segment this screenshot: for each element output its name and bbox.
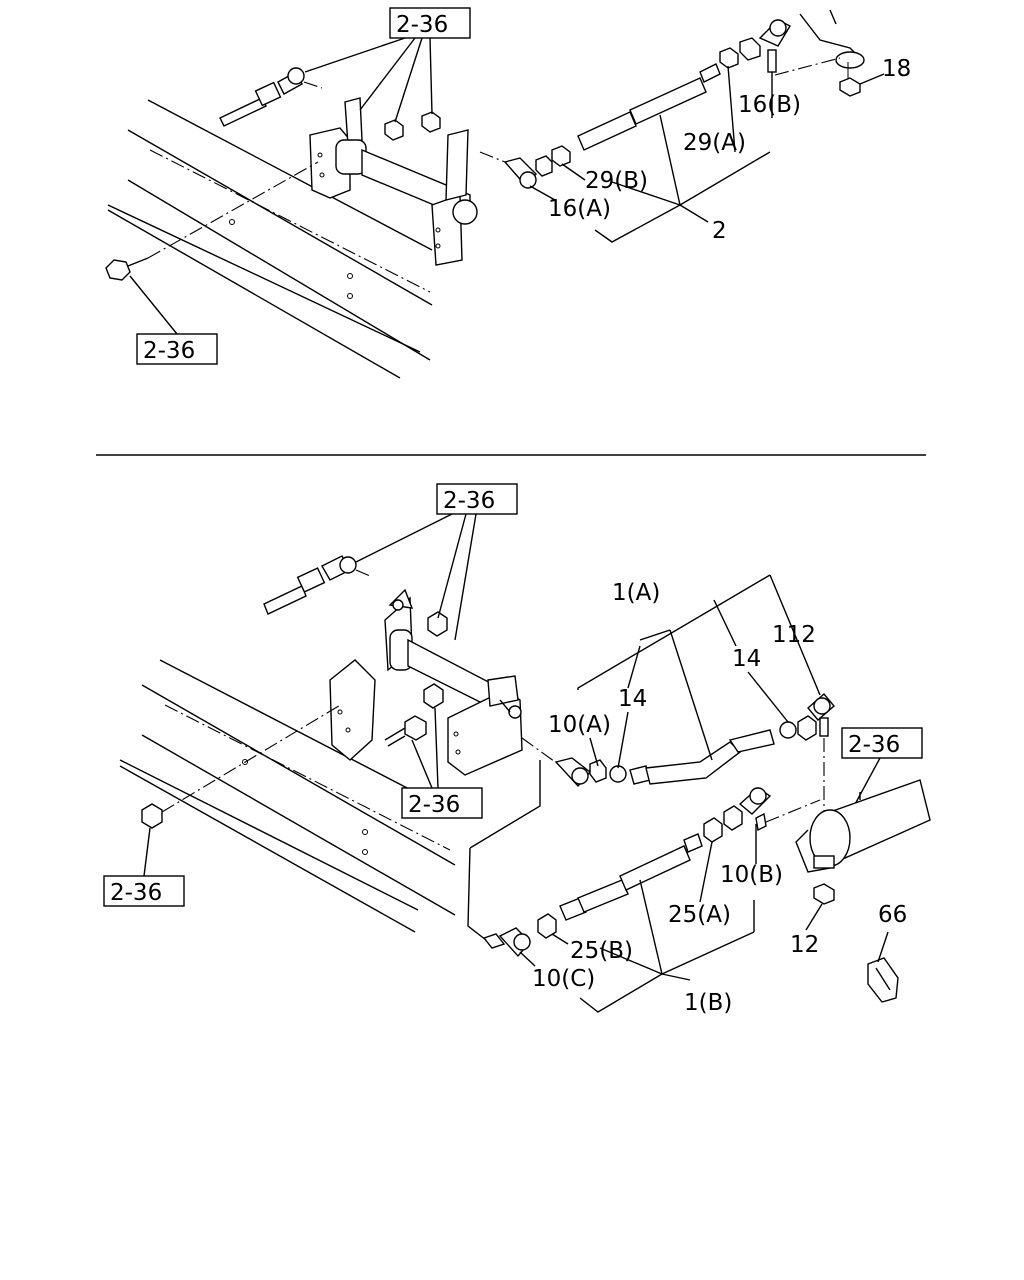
bottom-ref-label-2-36-middle: 2-36 — [408, 792, 460, 818]
top-frame-rail — [107, 99, 433, 379]
label-part-25a: 25(A) — [668, 902, 731, 928]
label-part-16a: 16(A) — [548, 196, 611, 222]
label-part-14-lower: 14 — [618, 686, 647, 712]
bottom-bracket-nut-top — [427, 611, 448, 637]
label-part-10c: 10(C) — [532, 966, 595, 992]
bottom-left-nut — [141, 803, 163, 829]
top-ref-label-2-36: 2-36 — [396, 12, 448, 38]
top-bracket-nut-1 — [384, 119, 404, 141]
bottom-ref-label-2-36-right: 2-36 — [848, 732, 900, 758]
bottom-bracket-bolt — [384, 715, 427, 747]
top-right-mount — [774, 9, 865, 97]
top-bracket-nut-2 — [421, 111, 441, 133]
top-assembly: 2-36 2-36 — [105, 7, 911, 379]
label-part-18: 18 — [882, 56, 911, 82]
top-control-rod — [479, 19, 791, 189]
label-part-1a: 1(A) — [612, 580, 660, 606]
bottom-frame-rail — [119, 659, 456, 933]
label-part-25b: 25(B) — [570, 938, 633, 964]
bottom-nut-12 — [813, 883, 835, 905]
label-part-66: 66 — [878, 902, 907, 928]
label-part-16b: 16(B) — [738, 92, 801, 118]
bottom-ref-box-2-36-left — [103, 875, 185, 907]
label-part-14-upper: 14 — [732, 646, 761, 672]
bottom-ref-box-2-36-top — [436, 483, 518, 515]
bottom-lower-rod — [482, 787, 821, 958]
bottom-right-tube — [795, 779, 931, 873]
bottom-upper-rod — [521, 693, 835, 788]
top-bolt — [105, 161, 319, 281]
label-part-12: 12 — [790, 932, 819, 958]
clip-part-66 — [867, 957, 899, 1003]
bottom-ref-label-2-36-left: 2-36 — [110, 880, 162, 906]
label-part-1b: 1(B) — [684, 990, 732, 1016]
bottom-ref-box-2-36-middle — [401, 787, 483, 819]
bottom-assembly: 2-36 2-36 2-36 2-36 — [103, 483, 931, 1016]
label-part-2: 2 — [712, 218, 727, 244]
top-bracket — [309, 97, 478, 266]
label-part-10a: 10(A) — [548, 712, 611, 738]
top-ref-label-2-36-lower: 2-36 — [143, 338, 195, 364]
bottom-ref-label-2-36-top: 2-36 — [443, 488, 495, 514]
label-part-29a: 29(A) — [683, 130, 746, 156]
top-ref-box-2-36 — [389, 7, 471, 39]
bottom-ref-box-2-36-right — [841, 727, 923, 759]
label-part-29b: 29(B) — [585, 168, 648, 194]
bottom-bracket — [329, 588, 523, 776]
bottom-left-rod-end — [263, 555, 371, 615]
top-left-rod-end — [219, 67, 323, 127]
label-part-112: 112 — [772, 622, 816, 648]
label-part-10b: 10(B) — [720, 862, 783, 888]
bottom-bracket-nut-mid — [423, 683, 444, 709]
